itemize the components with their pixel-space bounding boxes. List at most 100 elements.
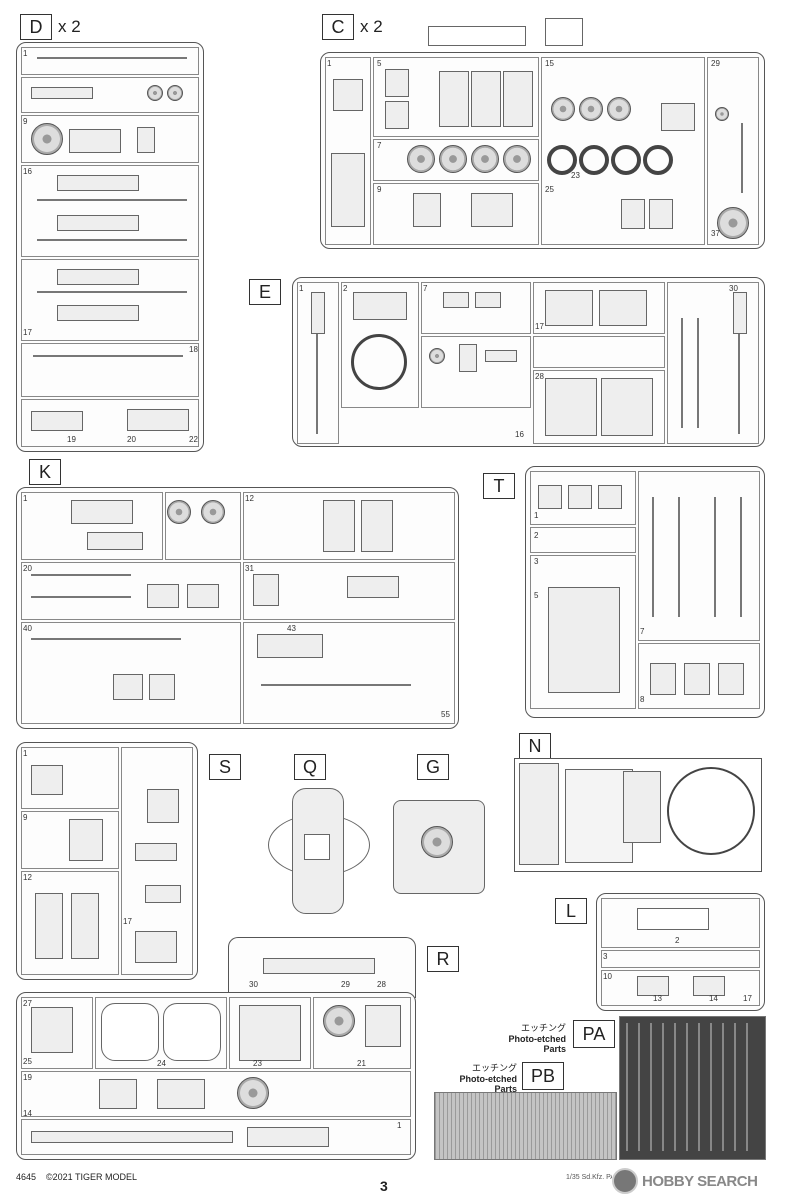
sprue-e-cell-left xyxy=(297,282,339,444)
pe-fret-pa xyxy=(619,1016,766,1160)
sprue-k-cell-6 xyxy=(21,622,241,724)
sprue-e-part-plate-2 xyxy=(545,378,597,436)
sprue-letter-pa: PA xyxy=(582,1023,606,1044)
sprue-q-part-hatch xyxy=(304,834,330,860)
sprue-d-part-rack-2 xyxy=(57,215,139,231)
part-number: 1 xyxy=(23,749,28,758)
pe-label-pb-jp: エッチング xyxy=(471,1063,517,1073)
sprue-t-part-seat-1 xyxy=(538,485,562,509)
sprue-e-part-box-1 xyxy=(443,292,469,308)
footer-page-number: 3 xyxy=(380,1178,388,1194)
sprue-label-q: Q xyxy=(294,754,326,780)
sprue-label-e: E xyxy=(249,279,281,305)
part-number: 9 xyxy=(377,185,382,194)
sprue-d-part-rack-4 xyxy=(57,305,139,321)
part-number: 40 xyxy=(23,624,32,633)
sprue-r-cell-2 xyxy=(95,997,227,1069)
part-number: 1 xyxy=(327,59,332,68)
part-number: 12 xyxy=(245,494,254,503)
part-number: 23 xyxy=(253,1059,262,1068)
part-number: 16 xyxy=(23,167,32,176)
sprue-e-cell-lights xyxy=(533,336,665,368)
sprue-frame-e: 1 2 7 16 17 28 30 xyxy=(292,277,765,447)
sprue-c-part-roller-2 xyxy=(579,97,603,121)
sprue-c-part-panel-2 xyxy=(471,71,501,127)
part-number: 24 xyxy=(157,1059,166,1068)
part-number: 12 xyxy=(23,873,32,882)
sprue-c-part-seat-1 xyxy=(385,69,409,97)
sprue-k-part-drum-2 xyxy=(149,674,175,700)
sprue-r-part-bracket xyxy=(31,1007,73,1053)
sprue-d-cell-bottom xyxy=(21,399,199,447)
sprue-k-part-rod-3 xyxy=(31,638,181,640)
part-number: 2 xyxy=(534,531,539,540)
sprue-c-part-bolt xyxy=(715,107,729,121)
sprue-e-cell-right xyxy=(667,282,759,444)
sprue-letter-k: K xyxy=(38,461,51,482)
sprue-label-n: N xyxy=(519,733,551,759)
part-number: 20 xyxy=(23,564,32,573)
sprue-s-part-plate xyxy=(147,789,179,823)
sprue-k-part-drum xyxy=(113,674,143,700)
sprue-multiplier-d: x 2 xyxy=(58,17,81,36)
sprue-e-part-arm-rod xyxy=(316,334,318,434)
sprue-e-part-ring xyxy=(351,334,407,390)
sprue-frame-r-top: 30 29 28 xyxy=(228,937,416,998)
part-number: 1 xyxy=(23,494,28,503)
pe-fret-pb xyxy=(434,1092,617,1160)
part-number: 20 xyxy=(127,435,136,444)
part-number: 9 xyxy=(23,117,28,126)
sprue-c-part-bracket-2 xyxy=(471,193,513,227)
sprue-r-part-plate xyxy=(323,1005,355,1037)
part-number: 1 xyxy=(534,511,539,520)
sprue-t-part-rod-2 xyxy=(678,497,680,617)
sprue-c-part-seat-2 xyxy=(385,101,409,129)
sprue-e-part-shock-1 xyxy=(681,318,683,428)
pe-label-pa-jp: エッチング xyxy=(520,1023,566,1033)
part-number: 31 xyxy=(245,564,254,573)
pe-label-pb: エッチング Photo-etched Parts xyxy=(437,1061,518,1094)
watermark-text: HOBBY SEARCH xyxy=(642,1172,758,1190)
sprue-r-part-ladder xyxy=(99,1079,137,1109)
sprue-c-part-bracket-1 xyxy=(413,193,441,227)
part-number: 7 xyxy=(640,627,645,636)
sprue-d-cell-track-1 xyxy=(21,165,199,257)
sprue-s-part-cover xyxy=(145,885,181,903)
sprue-g-hull-outline xyxy=(389,796,489,900)
sprue-d-part-ring-2 xyxy=(167,85,183,101)
sprue-l-cell-mid xyxy=(601,950,760,968)
sprue-g-part-port xyxy=(421,826,453,858)
sprue-k-part-pipe xyxy=(261,684,411,686)
sprue-r-part-wheel xyxy=(237,1077,269,1109)
sprue-d-part-rod-4 xyxy=(37,291,187,293)
part-number: 30 xyxy=(249,980,258,989)
sprue-t-part-seat-6 xyxy=(718,663,744,695)
part-number: 23 xyxy=(571,171,580,180)
sprue-c-part-roller-1 xyxy=(551,97,575,121)
sprue-e-cell-boxes xyxy=(421,282,531,334)
sprue-e-part-plate-3 xyxy=(601,378,653,436)
sprue-d-part-rail xyxy=(33,355,183,357)
sprue-e-cell-plates xyxy=(533,370,665,444)
part-number: 27 xyxy=(23,999,32,1008)
sprue-c-cell-seats xyxy=(373,57,539,137)
part-number: 17 xyxy=(123,917,132,926)
part-number: 7 xyxy=(423,284,428,293)
part-number: 37 xyxy=(711,229,720,238)
pe-label-pb-en: Photo-etched Parts xyxy=(459,1074,518,1094)
sprue-e-part-arm-2 xyxy=(733,292,747,334)
sprue-t-part-rod-4 xyxy=(740,497,742,617)
sprue-c-part-panel-3 xyxy=(503,71,533,127)
sprue-frame-d: 1 9 16 17 18 19 20 22 xyxy=(16,42,204,452)
part-number: 21 xyxy=(357,1059,366,1068)
sprue-multiplier-c: x 2 xyxy=(360,17,383,36)
sprue-c-part-hatch xyxy=(661,103,695,131)
sprue-e-part-arm xyxy=(311,292,325,334)
sprue-r-part-octagon-2 xyxy=(163,1003,221,1061)
sprue-label-k: K xyxy=(29,459,61,485)
sprue-k-part-rod-1 xyxy=(31,574,131,576)
sprue-frame-l: 2 3 10 13 14 17 xyxy=(596,893,765,1011)
part-number: 29 xyxy=(341,980,350,989)
pe-label-pa-en: Photo-etched Parts xyxy=(508,1034,567,1054)
part-number: 18 xyxy=(189,345,198,354)
